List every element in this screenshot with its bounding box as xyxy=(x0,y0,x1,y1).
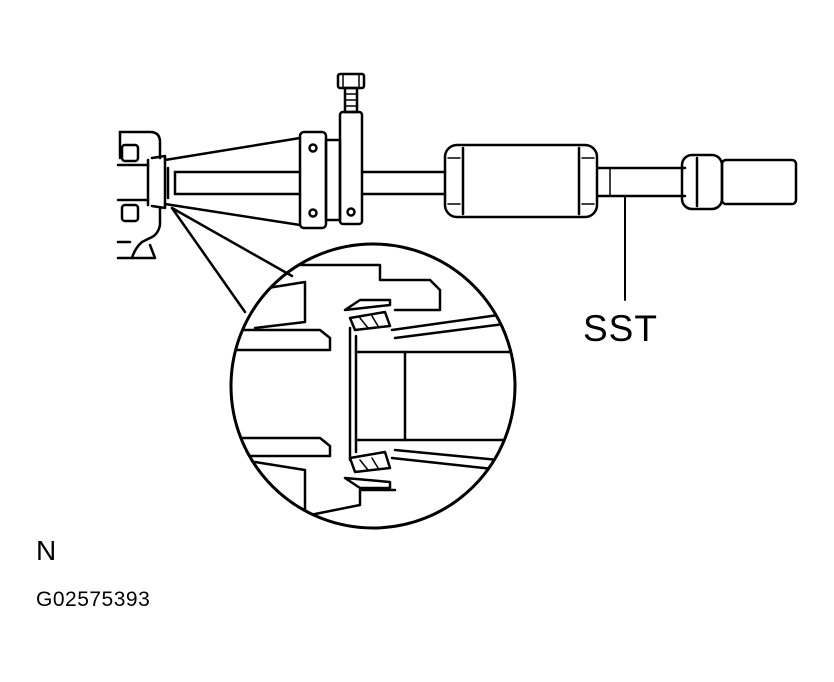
puller-adapter xyxy=(163,136,302,227)
slide-hammer-weight xyxy=(443,143,599,219)
detail-magnifier xyxy=(229,242,517,530)
sst-label: SST xyxy=(583,308,658,349)
axle-housing-fragment xyxy=(116,130,167,260)
handle-end xyxy=(680,153,798,211)
slide-shaft xyxy=(360,166,687,198)
figure-code: G02575393 xyxy=(36,588,151,611)
clamp-block xyxy=(298,72,366,230)
orientation-label: N xyxy=(36,535,57,566)
zoom-callout xyxy=(170,206,294,314)
